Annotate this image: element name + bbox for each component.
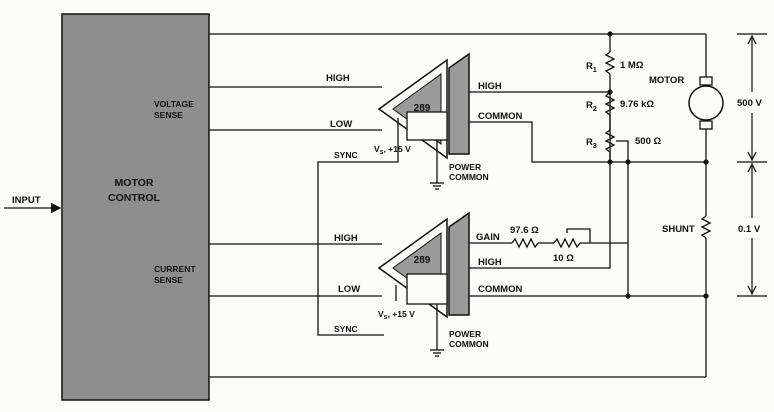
amp-top-supply: Vs, +15 V: [374, 144, 411, 156]
junction-dot: [703, 293, 709, 299]
amp-top-output-stage: [448, 52, 470, 155]
shunt-label: SHUNT: [662, 224, 695, 235]
voltage-sense-line1: VOLTAGE: [154, 99, 194, 109]
shunt-resistor: [700, 215, 712, 239]
r2-resistor: [604, 91, 616, 116]
amp-bottom-out-common: COMMON: [478, 284, 522, 295]
gain-res-value: 97.6 Ω: [510, 225, 539, 236]
amp-top-supply-wire: [384, 118, 399, 163]
dim-500v-label: 500 V: [737, 98, 762, 109]
r3-wiper: [616, 140, 629, 162]
amp-bottom-supply: Vs, +15 V: [378, 309, 415, 321]
amp-top-in-low: LOW: [330, 119, 352, 130]
junction-dot: [607, 159, 613, 165]
amplifier-top: 289: [377, 52, 470, 160]
gain-resistor: [511, 237, 539, 249]
amplifier-bottom: 289: [377, 211, 470, 319]
r3-value: 500 Ω: [635, 136, 661, 147]
current-sense-line1: CURRENT: [154, 264, 196, 274]
junction-dot: [607, 89, 613, 95]
trim-resistor: [553, 237, 581, 249]
amp-bottom-sync: SYNC: [334, 324, 358, 334]
amp-bottom-in-low: LOW: [338, 284, 360, 295]
r2-label: R2: [586, 100, 597, 113]
r3-resistor: [604, 129, 616, 153]
amp-bottom-power2: COMMON: [449, 339, 489, 349]
dimension-500v: [737, 33, 767, 163]
amp-top-in-high: HIGH: [326, 73, 350, 84]
motor-control-line1: MOTOR: [115, 177, 154, 189]
dim-01v-label: 0.1 V: [738, 224, 761, 235]
motor-icon: [688, 76, 724, 130]
trim-res-value: 10 Ω: [553, 253, 574, 264]
r1-resistor: [604, 51, 616, 75]
voltage-sense-line2: SENSE: [154, 110, 183, 120]
junction-dot: [625, 159, 631, 165]
junction-dot: [703, 159, 709, 165]
amp-top-out-high: HIGH: [478, 81, 502, 92]
input-label: INPUT: [12, 195, 41, 206]
motor-control-line2: CONTROL: [108, 192, 160, 204]
sync-loop-wire: [317, 161, 384, 336]
r1-label: R1: [586, 61, 597, 74]
amp-bottom-power-box: [406, 273, 448, 305]
amp-bottom-output-stage: [448, 211, 470, 316]
amp-bottom-out-high: HIGH: [478, 257, 502, 268]
current-sense-line2: SENSE: [154, 275, 183, 285]
ground-icon: [430, 349, 444, 357]
amp-bottom-high-out-wire: [469, 92, 611, 269]
amp-top-common-out-wire: [469, 121, 706, 163]
r2-value: 9.76 kΩ: [620, 99, 654, 110]
amp-top-power2: COMMON: [449, 172, 489, 182]
ground-icon: [430, 182, 444, 190]
amp-bottom-model: 289: [414, 255, 431, 266]
motor-label: MOTOR: [649, 75, 684, 86]
r3-label: R3: [586, 137, 597, 150]
amp-bottom-out-gain: GAIN: [476, 232, 500, 243]
amp-bottom-in-high: HIGH: [334, 233, 358, 244]
dimension-01v: [737, 162, 767, 297]
r1-value: 1 MΩ: [620, 60, 644, 71]
motor-control-block: [61, 13, 210, 401]
amp-top-out-common: COMMON: [478, 111, 522, 122]
amp-top-power1: POWER: [449, 162, 481, 172]
amp-bottom-power1: POWER: [449, 329, 481, 339]
amp-top-model: 289: [414, 103, 431, 114]
junction-dot: [625, 293, 631, 299]
junction-dot: [607, 31, 613, 37]
amp-top-sync: SYNC: [334, 150, 358, 160]
amp-top-power-box: [406, 111, 448, 141]
trim-wiper: [566, 228, 591, 243]
